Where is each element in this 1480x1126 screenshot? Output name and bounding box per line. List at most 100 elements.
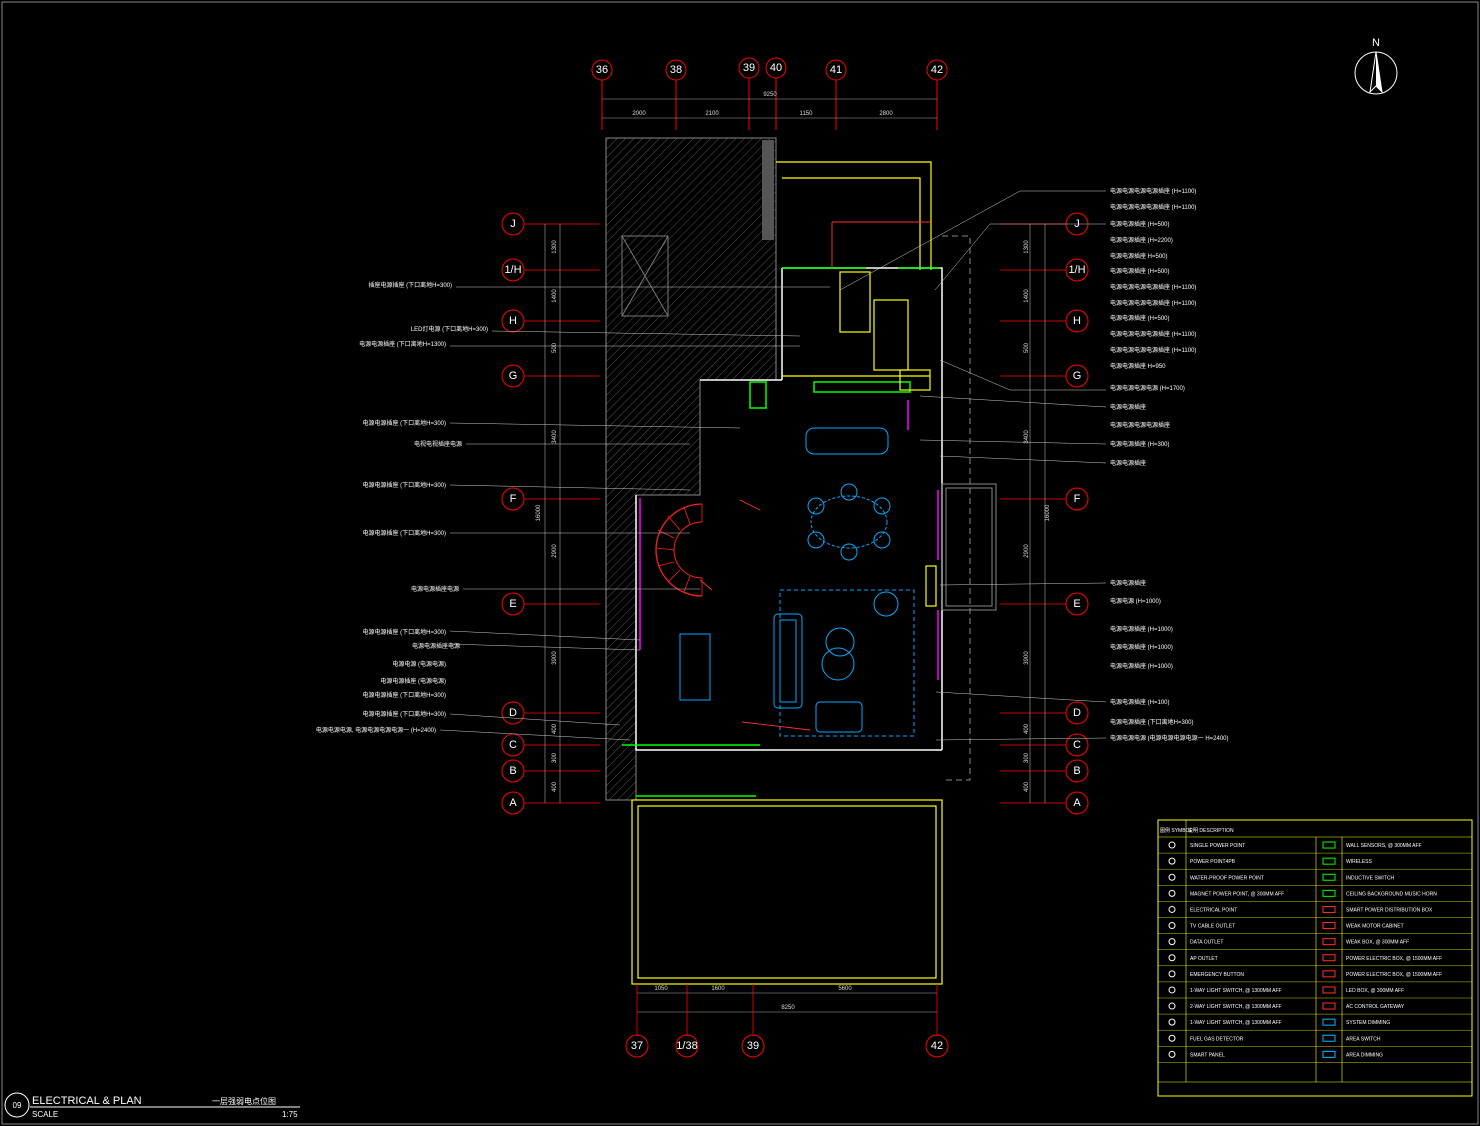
legend-item-right: WIRELESS — [1346, 859, 1373, 865]
dim-top: 2000 — [632, 111, 646, 117]
legend-symbol-icon — [1322, 873, 1336, 881]
sheet-title-cn: 一层强弱电点位图 — [212, 1096, 276, 1106]
svg-text:F: F — [1074, 493, 1081, 505]
svg-text:1/H: 1/H — [504, 264, 521, 276]
grid-bubble-right: 1/H — [1065, 258, 1089, 282]
note-right: 电源电源电源电源插座 (H=1100) — [1110, 187, 1196, 195]
scale-value: 1:75 — [282, 1110, 298, 1119]
note-right: 电源电源电源电源插座 (H=1100) — [1110, 203, 1196, 211]
note-right: 电源电源插座 (H=100) — [1110, 698, 1170, 706]
legend-symbol-icon — [1168, 1002, 1176, 1010]
note-right: 电源电源插座 (H=1000) — [1110, 643, 1173, 651]
svg-text:42: 42 — [931, 1040, 943, 1052]
legend-item-right: WEAK BOX, @ 300MM AFF — [1346, 940, 1409, 946]
legend-symbol-icon — [1168, 986, 1176, 994]
grid-bubble-right: C — [1065, 733, 1089, 757]
note-left: 电源电源插座 (电源电源) — [380, 677, 446, 685]
dimensions-side-left: 16000 1300 1400 500 3400 2900 3900 400 3… — [536, 224, 561, 803]
legend-header-desc: 说明 DESCRIPTION — [1188, 827, 1234, 834]
note-right: 电源电源电源电源插座 (H=1100) — [1110, 283, 1196, 291]
legend-item-left: MAGNET POWER POINT, @ 300MM AFF — [1190, 891, 1284, 897]
legend-symbol-icon — [1322, 841, 1336, 849]
svg-text:3400: 3400 — [1024, 430, 1030, 444]
legend-symbol-icon — [1322, 1050, 1336, 1058]
dim-top: 2100 — [705, 111, 719, 117]
dim-top-overall: 9250 — [763, 92, 777, 98]
note-left: 电源电源插座 (下口离地H=1300) — [359, 340, 446, 348]
grid-columns-bottom: 37 1/38 39 42 — [625, 1034, 949, 1058]
grid-bubble-right: G — [1065, 364, 1089, 388]
svg-text:39: 39 — [743, 62, 755, 74]
svg-text:3400: 3400 — [552, 430, 558, 444]
svg-text:B: B — [1073, 765, 1080, 777]
svg-text:1/H: 1/H — [1068, 264, 1085, 276]
note-left: 电源电源 (电源电源) — [392, 660, 446, 668]
grid-bubble-top: 41 — [825, 59, 847, 81]
svg-text:G: G — [1073, 370, 1082, 382]
grid-bubble-bottom: 1/38 — [675, 1034, 699, 1058]
svg-text:42: 42 — [931, 64, 943, 76]
svg-text:1400: 1400 — [552, 289, 558, 303]
right-annotations: 电源电源电源电源插座 (H=1100) 电源电源电源电源插座 (H=1100) … — [1110, 187, 1229, 742]
legend-item-right: SMART POWER DISTRIBUTION BOX — [1346, 907, 1433, 913]
spiral-stair — [655, 503, 703, 597]
legend-item-left: 1-WAY LIGHT SWITCH, @ 1300MM AFF — [1190, 1020, 1282, 1026]
legend-symbol-icon — [1168, 1050, 1176, 1058]
legend-item-left: FUEL GAS DETECTOR — [1190, 1036, 1244, 1042]
note-left: 电源电源插座 (下口离地H=300) — [362, 710, 446, 718]
svg-text:1600: 1600 — [711, 986, 725, 992]
note-right: 电源电源 (H=1000) — [1110, 597, 1161, 605]
svg-text:E: E — [509, 598, 516, 610]
legend-symbol-icon — [1322, 857, 1336, 865]
grid-bubble-right: F — [1065, 487, 1089, 511]
legend-symbol-icon — [1168, 954, 1176, 962]
dim-top: 2800 — [879, 111, 893, 117]
grid-bubble-right: B — [1065, 759, 1089, 783]
legend-item-left: WATER-PROOF POWER POINT — [1190, 875, 1264, 881]
note-left: 电源电源插座 (下口离地H=300) — [362, 529, 446, 537]
note-left: LED灯电源 (下口离地H=300) — [411, 325, 488, 333]
note-left: 电源电源插座 (下口离地H=300) — [362, 481, 446, 489]
note-right: 电源电源插座 (下口离地H=300) — [1110, 718, 1194, 726]
furniture — [679, 427, 915, 737]
note-right: 电源电源插座 — [1110, 403, 1146, 411]
note-right: 电源电源插座 (H=500) — [1110, 220, 1170, 228]
grid-bubble-left: F — [501, 487, 525, 511]
grid-bubble-right: H — [1065, 309, 1089, 333]
svg-text:C: C — [1073, 739, 1081, 751]
legend-symbol-icon — [1322, 954, 1336, 962]
dimensions-bottom: 1050 1600 5600 8250 — [636, 984, 938, 1036]
legend-symbol-icon — [1322, 1002, 1336, 1010]
legend-item-left: 1-WAY LIGHT SWITCH, @ 1300MM AFF — [1190, 988, 1282, 994]
svg-text:39: 39 — [747, 1040, 759, 1052]
legend-header-symbol: 图例 SYMBOL — [1160, 827, 1192, 834]
legend-item-left: DATA OUTLET — [1190, 940, 1223, 946]
dim-side-overall: 16000 — [536, 504, 542, 521]
grid-bubble-bottom: 37 — [625, 1034, 649, 1058]
legend-symbol-icon — [1322, 986, 1336, 994]
svg-text:500: 500 — [552, 342, 558, 353]
legend-symbol-icon — [1168, 1018, 1176, 1026]
note-right: 电源电源电源 (电源电源电源电源一 H=2400) — [1110, 734, 1229, 742]
grid-bubble-left: H — [501, 309, 525, 333]
svg-text:A: A — [1073, 797, 1081, 809]
grid-bubble-top: 36 — [591, 59, 613, 81]
grid-row-lines — [524, 223, 1066, 804]
legend-item-left: EMERGENCY BUTTON — [1190, 972, 1244, 978]
legend-symbol-icon — [1322, 1034, 1336, 1042]
svg-text:40: 40 — [770, 62, 782, 74]
grid-bubble-left: 1/H — [501, 258, 525, 282]
svg-text:2900: 2900 — [1024, 544, 1030, 558]
note-right: 电源电源电源电源插座 — [1110, 421, 1170, 429]
wet-rooms — [782, 271, 937, 607]
note-right: 电源电源电源电源插座 (H=1100) — [1110, 299, 1196, 307]
svg-text:1400: 1400 — [1024, 289, 1030, 303]
svg-text:H: H — [1073, 315, 1081, 327]
svg-text:J: J — [510, 218, 516, 230]
svg-text:37: 37 — [631, 1040, 643, 1052]
legend-item-left: AP OUTLET — [1190, 956, 1218, 962]
svg-text:41: 41 — [830, 64, 842, 76]
note-right: 电源电源插座 (H=300) — [1110, 440, 1170, 448]
note-left: 插座电源插座 (下口离地H=300) — [368, 281, 452, 289]
